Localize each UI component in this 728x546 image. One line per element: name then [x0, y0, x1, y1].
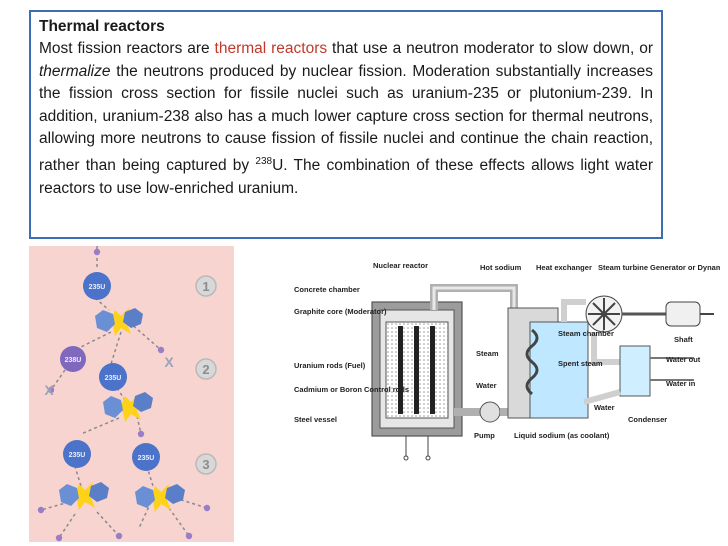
label-uranium-rods: Uranium rods (Fuel) — [294, 361, 366, 370]
fission-flash-2 — [103, 392, 153, 422]
thermal-reactors-text-box: Thermal reactors Most fission reactors a… — [29, 10, 663, 239]
text-box-title: Thermal reactors — [39, 18, 165, 35]
fission-flash-4 — [135, 484, 185, 512]
label-liquid-sodium: Liquid sodium (as coolant) — [514, 431, 610, 440]
condenser — [619, 345, 651, 397]
text-box-paragraph: Most fission reactors are thermal reacto… — [39, 38, 653, 200]
para-part-2: that use a neutron moderator to slow dow… — [327, 40, 653, 57]
label-spent-steam: Spent steam — [558, 359, 603, 368]
label-graphite-core: Graphite core (Moderator) — [294, 307, 387, 316]
label-pump: Pump — [474, 431, 495, 440]
nucleus-235-top: 235U — [83, 272, 111, 300]
step-3-label: 3 — [202, 457, 209, 472]
label-nuclear-reactor: Nuclear reactor — [373, 262, 428, 270]
para-part-3: the neutrons produced by nuclear fission… — [39, 62, 653, 175]
label-water-out: Water out — [666, 355, 701, 364]
label-control-rods: Cadmium or Boron Control rods — [294, 385, 409, 394]
label-concrete-chamber: Concrete chamber — [294, 285, 360, 294]
label-water-in: Water in — [666, 379, 696, 388]
steam-chamber — [529, 321, 589, 419]
label-steel-vessel: Steel vessel — [294, 415, 337, 424]
label-condenser: Condenser — [628, 415, 667, 424]
label-steam-chamber: Steam chamber — [558, 329, 614, 338]
label-hot-sodium: Hot sodium — [480, 263, 522, 272]
nucleus-235-bottom-left: 235U — [63, 440, 91, 468]
nucleus-235-middle: 235U — [99, 363, 127, 391]
label-steam-turbine: Steam turbine — [598, 263, 648, 272]
chain-reaction-diagram: 235U 238U 235U 235U 235U X X — [29, 246, 234, 542]
blocked-mark-left: X — [44, 382, 54, 398]
label-heat-exchanger: Heat exchanger — [536, 263, 592, 272]
label-steam: Steam — [476, 349, 499, 358]
step-1-label: 1 — [202, 279, 209, 294]
nucleus-235-middle-label: 235U — [105, 375, 122, 382]
step-2-label: 2 — [202, 362, 209, 377]
nucleus-235-bottom-right: 235U — [132, 443, 160, 471]
nucleus-238-left: 238U — [60, 346, 86, 372]
label-shaft: Shaft — [674, 335, 693, 344]
step-2-marker: 2 — [195, 358, 217, 380]
para-superscript: 238 — [255, 155, 273, 167]
generator — [665, 301, 701, 327]
fission-flash-1 — [95, 308, 143, 336]
para-emphasis: thermalize — [39, 62, 111, 80]
nucleus-235-bottom-left-label: 235U — [69, 452, 86, 459]
reactor-legs — [403, 436, 431, 461]
blocked-mark-right: X — [164, 354, 174, 370]
step-3-marker: 3 — [195, 453, 217, 475]
pump — [479, 401, 501, 423]
fuel-and-control-rods — [398, 326, 435, 414]
para-part-4: U. The combination of these effects allo… — [39, 157, 653, 197]
nuclear-reactor-diagram: Nuclear reactor Hot sodium Heat exchange… — [294, 262, 720, 461]
nucleus-238-left-label: 238U — [65, 357, 82, 364]
label-generator: Generator or Dynamo — [650, 263, 720, 272]
step-1-marker: 1 — [195, 275, 217, 297]
nucleus-235-bottom-right-label: 235U — [138, 455, 155, 462]
para-part-1: Most fission reactors are — [39, 40, 215, 57]
para-highlight: thermal reactors — [214, 40, 328, 57]
fission-flash-3 — [59, 482, 109, 510]
label-water: Water — [476, 381, 497, 390]
label-water-bottom: Water — [594, 403, 615, 412]
nucleus-235-top-label: 235U — [89, 284, 106, 291]
